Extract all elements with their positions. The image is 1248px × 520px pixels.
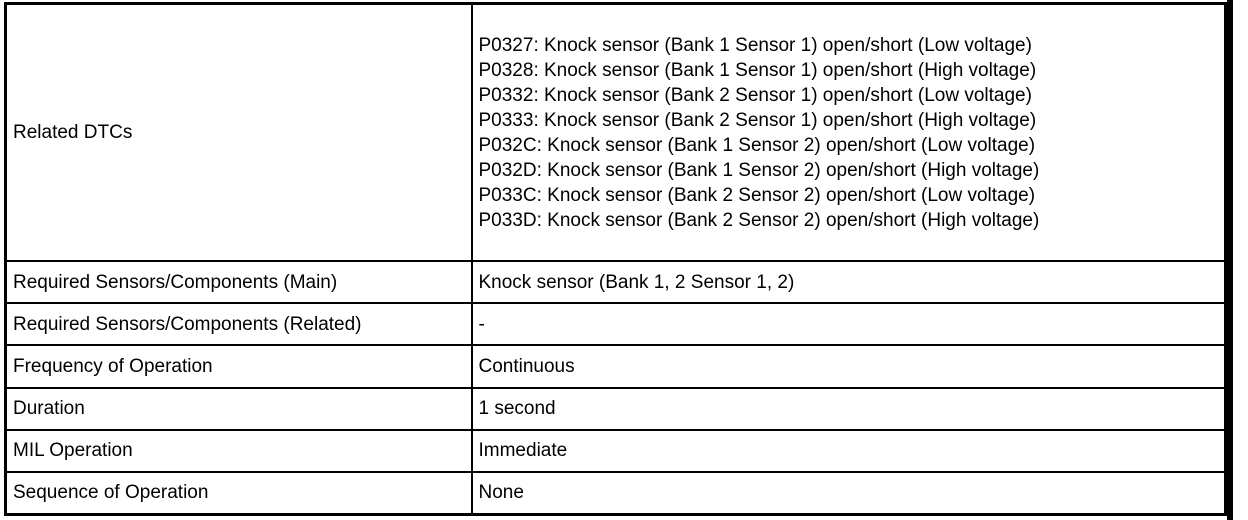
- row-value: Continuous: [470, 344, 1227, 389]
- row-label: MIL Operation: [4, 428, 473, 473]
- dtc-list: P0327: Knock sensor (Bank 1 Sensor 1) op…: [470, 2, 1227, 263]
- row-label: Sequence of Operation: [4, 470, 473, 516]
- row-label: Related DTCs: [4, 2, 473, 263]
- dtc-item: P0332: Knock sensor (Bank 2 Sensor 1) op…: [478, 84, 1032, 106]
- dtc-item: P032C: Knock sensor (Bank 1 Sensor 2) op…: [478, 134, 1036, 156]
- dtc-item: P0333: Knock sensor (Bank 2 Sensor 1) op…: [478, 109, 1037, 131]
- row-value: Immediate: [470, 428, 1227, 473]
- row-label: Required Sensors/Components (Main): [4, 260, 473, 305]
- table-row-sequence: Sequence of Operation None: [4, 470, 1227, 516]
- dtc-item: P0327: Knock sensor (Bank 1 Sensor 1) op…: [478, 34, 1032, 56]
- row-label: Frequency of Operation: [4, 344, 473, 389]
- dtc-item: P032D: Knock sensor (Bank 1 Sensor 2) op…: [478, 159, 1040, 181]
- spec-table: Related DTCs P0327: Knock sensor (Bank 1…: [4, 2, 1227, 516]
- table-row-duration: Duration 1 second: [4, 386, 1227, 431]
- row-value: None: [470, 470, 1227, 516]
- table-row-required-related: Required Sensors/Components (Related) -: [4, 302, 1227, 347]
- row-value: Knock sensor (Bank 1, 2 Sensor 1, 2): [470, 260, 1227, 305]
- dtc-item: P033C: Knock sensor (Bank 2 Sensor 2) op…: [478, 184, 1036, 206]
- row-value: 1 second: [470, 386, 1227, 431]
- table-row-mil-operation: MIL Operation Immediate: [4, 428, 1227, 473]
- page-edge-bar: [1227, 0, 1233, 520]
- table-row-required-main: Required Sensors/Components (Main) Knock…: [4, 260, 1227, 305]
- row-label: Required Sensors/Components (Related): [4, 302, 473, 347]
- row-label: Duration: [4, 386, 473, 431]
- table-row-related-dtcs: Related DTCs P0327: Knock sensor (Bank 1…: [4, 2, 1227, 263]
- dtc-item: P0328: Knock sensor (Bank 1 Sensor 1) op…: [478, 59, 1037, 81]
- table-row-frequency: Frequency of Operation Continuous: [4, 344, 1227, 389]
- dtc-item: P033D: Knock sensor (Bank 2 Sensor 2) op…: [478, 209, 1040, 231]
- row-value: -: [470, 302, 1227, 347]
